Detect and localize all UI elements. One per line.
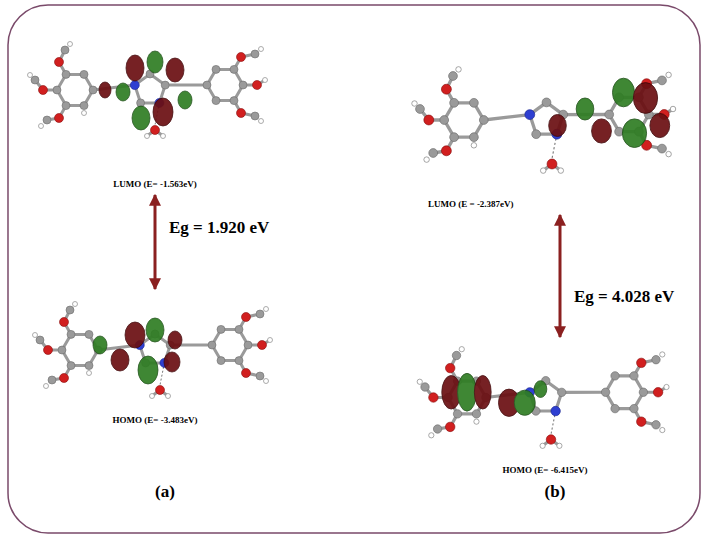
- panel-letter: (a): [155, 482, 175, 502]
- panel-letter: (b): [545, 482, 566, 502]
- orbital-energy-label: HOMO (E= -6.415eV): [503, 465, 588, 478]
- energy-gap-arrow: [154, 195, 157, 289]
- energy-gap-label: Eg = 1.920 eV: [167, 218, 271, 238]
- orbital-panel: LUMO (E = -2.387eV): [410, 15, 690, 212]
- orbital-panel: LUMO (E= -1.563eV): [35, 20, 275, 192]
- orbital-panel: HOMO (E= -6.415eV): [410, 340, 680, 478]
- orbital-panel: HOMO (E= -3.483eV): [35, 292, 275, 428]
- lumo-a-molecule: [28, 42, 268, 139]
- orbital-energy-label: LUMO (E = -2.387eV): [428, 199, 514, 212]
- energy-gap-label: Eg = 4.028 eV: [572, 287, 676, 307]
- orbital-energy-label: LUMO (E= -1.563eV): [113, 179, 196, 192]
- orbital-energy-label: HOMO (E= -3.483eV): [113, 415, 198, 428]
- lumo-b-molecule: [412, 67, 676, 174]
- frame-border: [8, 5, 700, 533]
- homo-a-molecule: [33, 302, 273, 399]
- energy-gap-arrow: [559, 215, 562, 337]
- homo-b-molecule: [417, 347, 669, 449]
